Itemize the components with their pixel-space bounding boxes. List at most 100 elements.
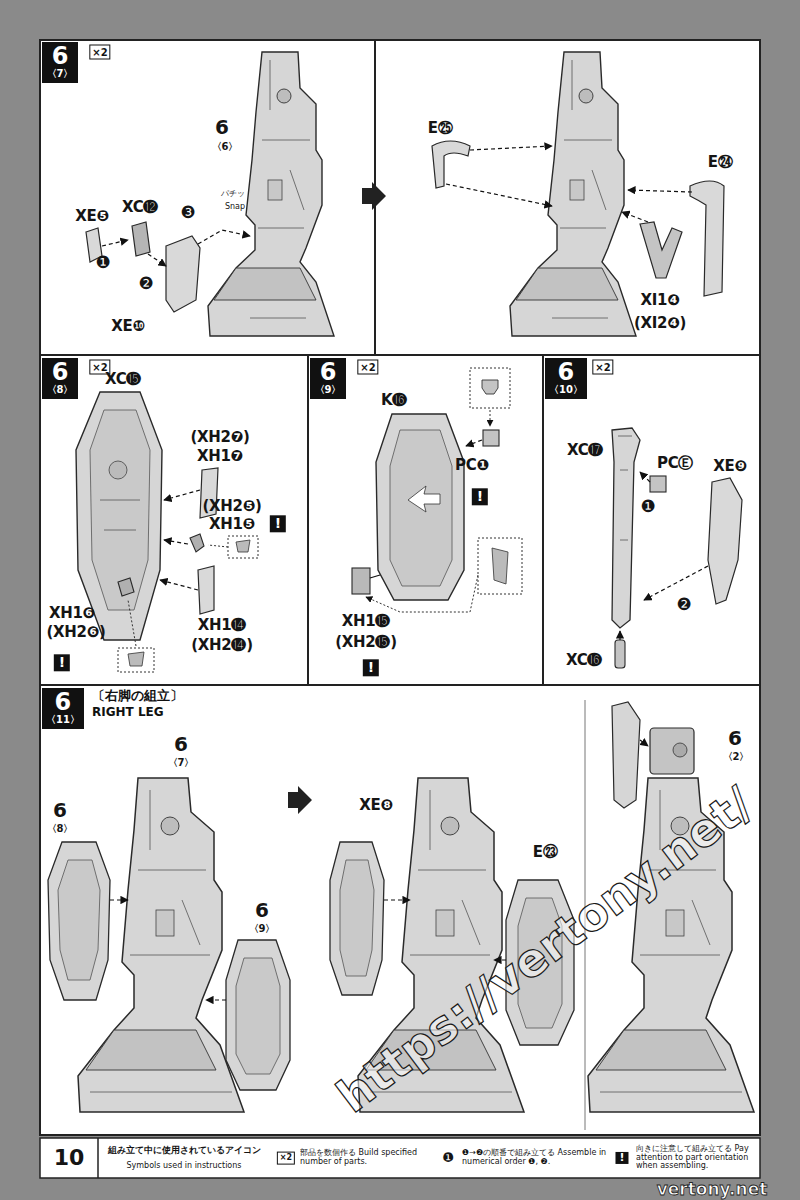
art-part: [432, 141, 470, 188]
part-code: (XH2❺): [202, 498, 261, 515]
legend-text: 部品を数個作る Build specified number of parts.: [300, 1139, 428, 1177]
subassembly-step: 〈9〉: [249, 923, 276, 934]
subassembly-step: 〈7〉: [168, 757, 195, 768]
legend-text: ❶→❷の順番で組み立てる Assemble in numerical order…: [462, 1139, 612, 1177]
art-part: [58, 860, 100, 980]
art-part: [100, 500, 140, 530]
quantity-icon: ×2: [277, 1152, 295, 1165]
legend-heading: Symbols used in instructions: [127, 1162, 242, 1171]
art-part: [90, 410, 150, 610]
badge-block: 6〈8〉: [42, 358, 78, 399]
quantity-icon: ×2: [89, 45, 110, 60]
subassembly-step: 〈8〉: [47, 823, 74, 834]
part-code: XC⓬: [122, 199, 158, 216]
art-part: [490, 410, 491, 426]
art-part: [118, 648, 154, 672]
page-number: 10: [54, 1146, 85, 1170]
art-part: [482, 380, 498, 394]
part-code: XH1❻: [49, 605, 95, 622]
step-9-art: [352, 368, 522, 612]
art-part: [330, 842, 384, 995]
art-part: [76, 392, 162, 640]
art-part: [650, 728, 694, 774]
art-part: [640, 222, 682, 278]
art-part: [198, 230, 250, 244]
art-part: [148, 254, 166, 266]
art-part: [288, 786, 312, 814]
step-substep: 〈9〉: [315, 384, 342, 396]
art-part: [390, 430, 452, 586]
subassembly-number: 6: [728, 727, 742, 749]
step-substep: 〈10〉: [549, 384, 583, 396]
art-part: [352, 568, 370, 594]
subassembly-number: 6: [53, 799, 67, 821]
art-part: [97, 1138, 99, 1178]
subassembly-number: 6: [174, 733, 188, 755]
art-part: [446, 184, 552, 206]
badge-block: 6〈10〉: [545, 358, 587, 399]
art-part: [40, 40, 760, 685]
orientation-icon: !: [54, 654, 70, 671]
art-part: [362, 182, 386, 210]
art-part: [102, 240, 128, 246]
art-part: [236, 540, 250, 552]
part-code: XC⓯: [105, 371, 141, 388]
art-part: [622, 212, 648, 222]
art-part: [190, 534, 204, 552]
step-number: 6: [52, 360, 69, 384]
assembly-order: ❶: [95, 253, 110, 272]
part-code: XE❿: [111, 318, 145, 335]
badge-block: 6〈11〉: [42, 688, 84, 729]
step-substep: 〈8〉: [47, 384, 74, 396]
art-part: [366, 575, 478, 612]
art-part: [48, 842, 110, 1000]
assembly-order: ❷: [138, 274, 153, 293]
art-part: [650, 476, 666, 492]
art-part: [160, 580, 198, 590]
art-part: [164, 490, 200, 500]
art-part: [612, 702, 640, 808]
part-code: (XH2❻): [46, 624, 105, 641]
art-part: [164, 540, 188, 544]
art-part: [384, 899, 410, 900]
art-part: [376, 414, 464, 600]
page-frame: [40, 40, 760, 1178]
art-part: [109, 461, 127, 479]
art-part: [198, 566, 214, 614]
art-part: [206, 999, 226, 1000]
art-part: [208, 545, 228, 547]
part-code: E㉓: [533, 844, 558, 861]
quantity-icon: ×2: [592, 360, 613, 375]
orientation-icon: !: [472, 488, 488, 505]
art-part: [470, 368, 510, 408]
art-part: [340, 860, 374, 976]
art-part: [132, 222, 150, 256]
step-title-ja: 〔右脚の組立〕: [92, 688, 183, 705]
part-code: (XH2❼): [190, 429, 249, 446]
subassembly-step: 〈2〉: [723, 751, 750, 762]
step-substep: 〈7〉: [47, 68, 74, 80]
legend-text: 向きに注意して組み立てる Pay attention to part orien…: [636, 1139, 758, 1177]
art-part: [644, 566, 708, 600]
art-part: [128, 652, 144, 666]
art-part: [40, 40, 760, 1135]
badge-block: 6〈7〉: [42, 42, 78, 83]
part-code: XE❾: [713, 458, 747, 475]
art-part: [466, 440, 482, 446]
art-part: [478, 538, 522, 594]
art-part: [470, 146, 552, 150]
art-part: [690, 181, 724, 296]
step-substep: 〈11〉: [46, 714, 80, 726]
part-code: E㉔: [708, 154, 733, 171]
art-part: [228, 536, 258, 558]
part-code: XE❺: [75, 208, 109, 225]
step-heading: 〔右脚の組立〕RIGHT LEG: [92, 688, 183, 720]
step-number: 6: [320, 360, 337, 384]
assembly-order: ❸: [180, 203, 195, 222]
step-7-art: [86, 52, 724, 336]
art-part: [118, 578, 134, 596]
art-part: [166, 236, 200, 312]
art-part: [40, 1138, 760, 1178]
step-number: 6: [55, 690, 72, 714]
art-part: [370, 575, 380, 578]
